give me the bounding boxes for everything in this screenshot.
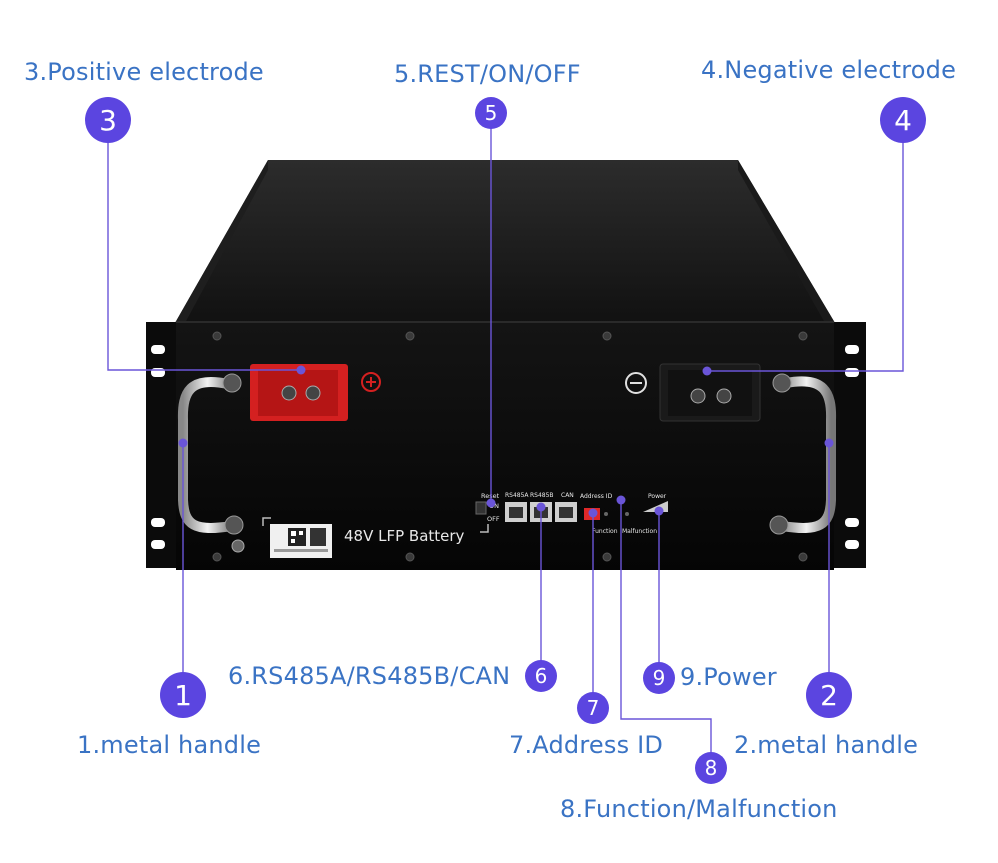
plus-symbol-icon xyxy=(361,372,381,392)
callout-label-7: 7.Address ID xyxy=(509,731,664,759)
negative-terminal xyxy=(659,363,761,422)
malfunction-label: Malfunction xyxy=(622,528,657,535)
callout-badge-6: 6 xyxy=(525,660,557,692)
callout-label-3: 3.Positive electrode xyxy=(24,58,264,86)
callout-badge-2: 2 xyxy=(806,672,852,718)
callout-badge-9: 9 xyxy=(643,662,675,694)
function-led xyxy=(604,512,608,516)
callout-badge-3: 3 xyxy=(85,97,131,143)
left-handle xyxy=(177,376,237,534)
ground-screw-icon xyxy=(231,539,245,553)
reset-switch[interactable] xyxy=(475,501,487,515)
can-label: CAN xyxy=(561,492,574,499)
callout-badge-4: 4 xyxy=(880,97,926,143)
product-label: 48V LFP Battery xyxy=(344,527,465,545)
malfunction-led xyxy=(625,512,629,516)
rs485a-port[interactable] xyxy=(505,502,527,522)
callout-badge-7: 7 xyxy=(577,692,609,724)
minus-symbol-icon xyxy=(625,372,647,394)
battery-top-face xyxy=(175,160,835,323)
function-label: Function xyxy=(592,528,618,535)
callout-label-8: 8.Function/Malfunction xyxy=(560,795,838,823)
off-label: OFF xyxy=(487,515,500,523)
rs485a-label: RS485A xyxy=(505,492,529,499)
left-rack-ear xyxy=(146,322,180,568)
power-label: Power xyxy=(648,493,667,500)
callout-label-2: 2.metal handle xyxy=(734,731,919,759)
callout-label-4: 4.Negative electrode xyxy=(701,56,957,84)
rs485b-label: RS485B xyxy=(530,492,554,499)
qr-sticker xyxy=(270,524,332,558)
callout-badge-5: 5 xyxy=(475,97,507,129)
callout-badge-8: 8 xyxy=(695,752,727,784)
callout-label-9: 9.Power xyxy=(680,663,777,691)
right-handle xyxy=(777,376,837,534)
callout-label-6: 6.RS485A/RS485B/CAN xyxy=(228,662,511,690)
can-port[interactable] xyxy=(555,502,577,522)
address-id-label: Address ID xyxy=(580,493,613,500)
callout-badge-1: 1 xyxy=(160,672,206,718)
positive-terminal xyxy=(250,364,348,421)
callout-label-5: 5.REST/ON/OFF xyxy=(394,60,581,88)
callout-label-1: 1.metal handle xyxy=(77,731,262,759)
right-rack-ear xyxy=(832,322,866,568)
